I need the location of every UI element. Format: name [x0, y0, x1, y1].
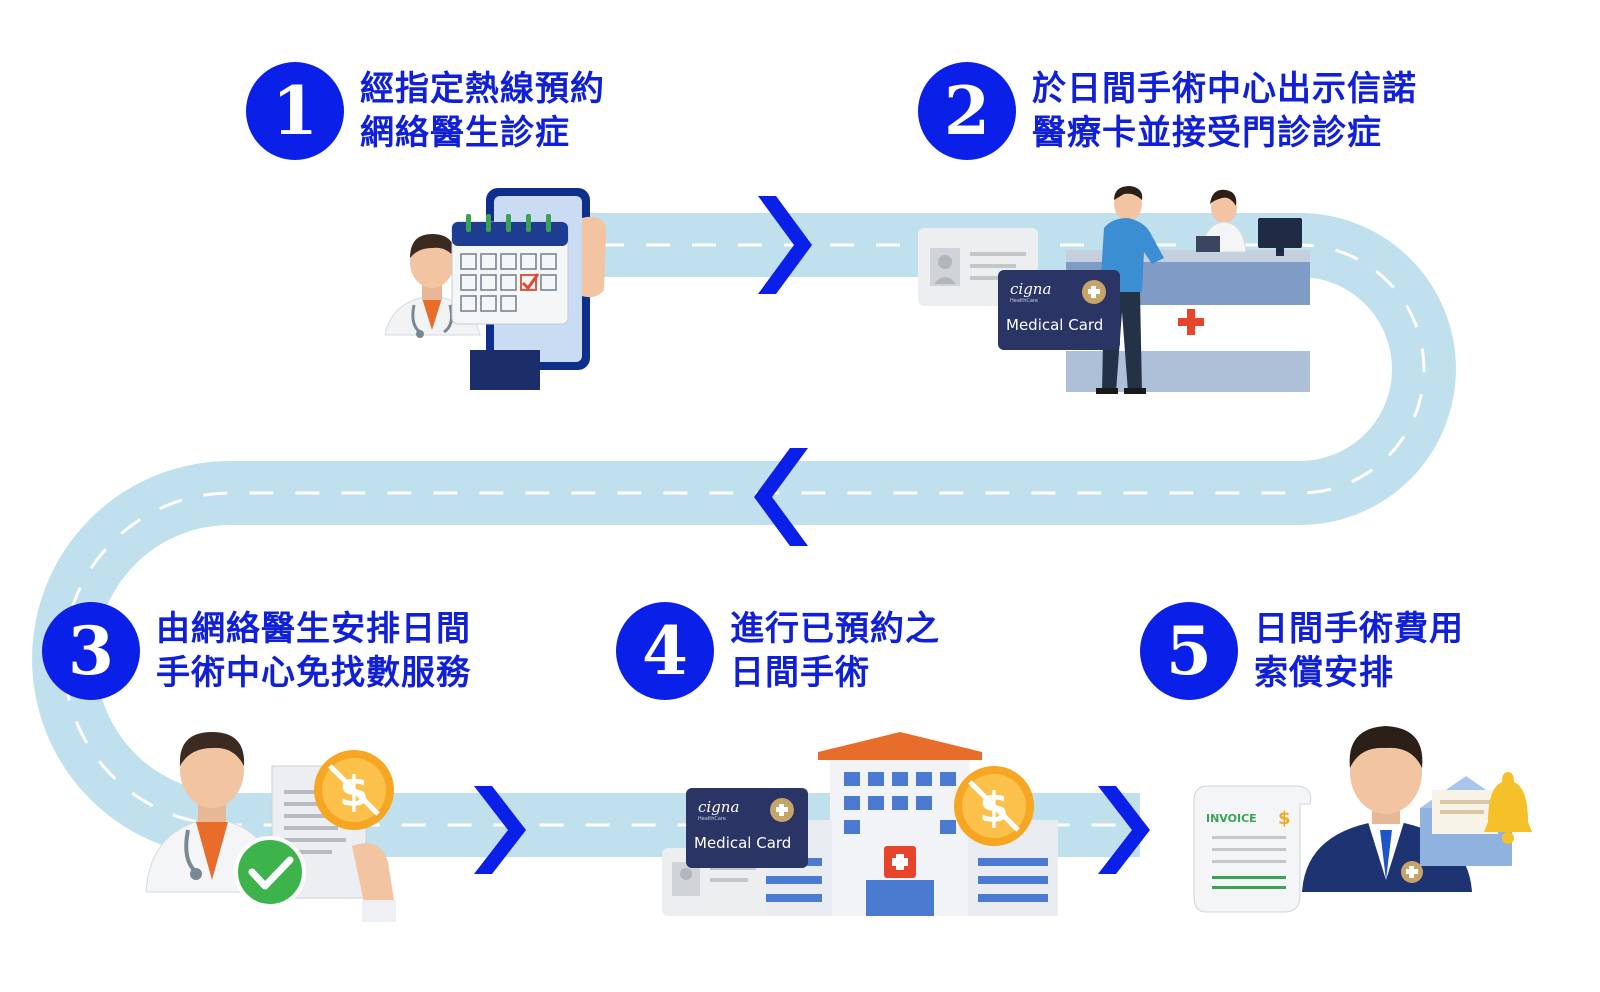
card-brand: cigna: [1010, 280, 1051, 298]
hand: [352, 843, 394, 912]
step-line-2: 日間手術: [730, 653, 870, 693]
check-icon: [234, 836, 306, 908]
invoice-currency: $: [1278, 808, 1291, 829]
step-1: 1 經指定熱線預約 網絡醫生診症: [246, 62, 605, 160]
step-description: 經指定熱線預約 網絡醫生診症: [360, 67, 605, 155]
bell-icon: [1484, 772, 1532, 844]
step-description: 日間手術費用 索償安排: [1254, 607, 1464, 695]
step-2: 2 於日間手術中心出示信諾 醫療卡並接受門診診症: [918, 62, 1417, 160]
invoice-label: INVOICE: [1206, 812, 1257, 825]
dollar-coin-icon: $: [954, 766, 1034, 846]
step-description: 進行已預約之 日間手術: [730, 607, 940, 695]
step-line-1: 進行已預約之: [730, 609, 940, 649]
arrow-left-icon: [754, 448, 808, 546]
medical-cross-icon: [1178, 309, 1204, 335]
medical-cross-icon: [884, 846, 916, 878]
step-line-2: 手術中心免找數服務: [156, 653, 471, 693]
doctor-document-illustration: $: [145, 732, 396, 922]
sleeve: [362, 900, 396, 922]
step-line-1: 日間手術費用: [1254, 609, 1464, 649]
step-number-badge: 3: [42, 602, 140, 700]
arrow-right-icon: [758, 196, 812, 294]
doctor-phone-illustration: [384, 188, 607, 390]
step-line-1: 經指定熱線預約: [360, 69, 605, 109]
step-line-2: 索償安排: [1254, 653, 1394, 693]
step-number-badge: 5: [1140, 602, 1238, 700]
step-3: 3 由網絡醫生安排日間 手術中心免找數服務: [42, 602, 471, 700]
card-brand-sub: HealthCare: [698, 816, 726, 822]
envelope-icon: [1420, 776, 1512, 866]
card-brand-sub: HealthCare: [1010, 298, 1038, 304]
step-number-badge: 1: [246, 62, 344, 160]
step-5: 5 日間手術費用 索償安排: [1140, 602, 1464, 700]
road: [32, 213, 1456, 857]
card-label: Medical Card: [1006, 316, 1103, 334]
card-brand: cigna: [698, 798, 739, 816]
step-line-2: 醫療卡並接受門診診症: [1032, 113, 1382, 153]
step-line-1: 由網絡醫生安排日間: [156, 609, 471, 649]
invoice-icon: INVOICE $: [1193, 785, 1312, 913]
step-line-2: 網絡醫生診症: [360, 113, 570, 153]
step-number-badge: 2: [918, 62, 1016, 160]
medical-card: cigna HealthCare Medical Card: [686, 788, 808, 868]
reception-illustration: cigna HealthCare Medical Card: [918, 186, 1310, 394]
claim-illustration: INVOICE $: [1193, 726, 1532, 913]
arrow-right-icon: [474, 786, 526, 874]
step-line-1: 於日間手術中心出示信諾: [1032, 69, 1417, 109]
step-description: 由網絡醫生安排日間 手術中心免找數服務: [156, 607, 471, 695]
arrow-right-icon: [1098, 786, 1150, 874]
step-description: 於日間手術中心出示信諾 醫療卡並接受門診診症: [1032, 67, 1417, 155]
hospital-illustration: cigna HealthCare Medical Card $: [662, 732, 1058, 916]
calendar-icon: [451, 214, 569, 325]
dollar-coin-icon: $: [314, 750, 394, 830]
receptionist-figure: [1196, 189, 1247, 253]
step-number-badge: 4: [616, 602, 714, 700]
monitor-icon: [1258, 218, 1302, 256]
medical-card: cigna HealthCare Medical Card: [998, 270, 1120, 350]
step-4: 4 進行已預約之 日間手術: [616, 602, 940, 700]
card-label: Medical Card: [694, 834, 791, 852]
